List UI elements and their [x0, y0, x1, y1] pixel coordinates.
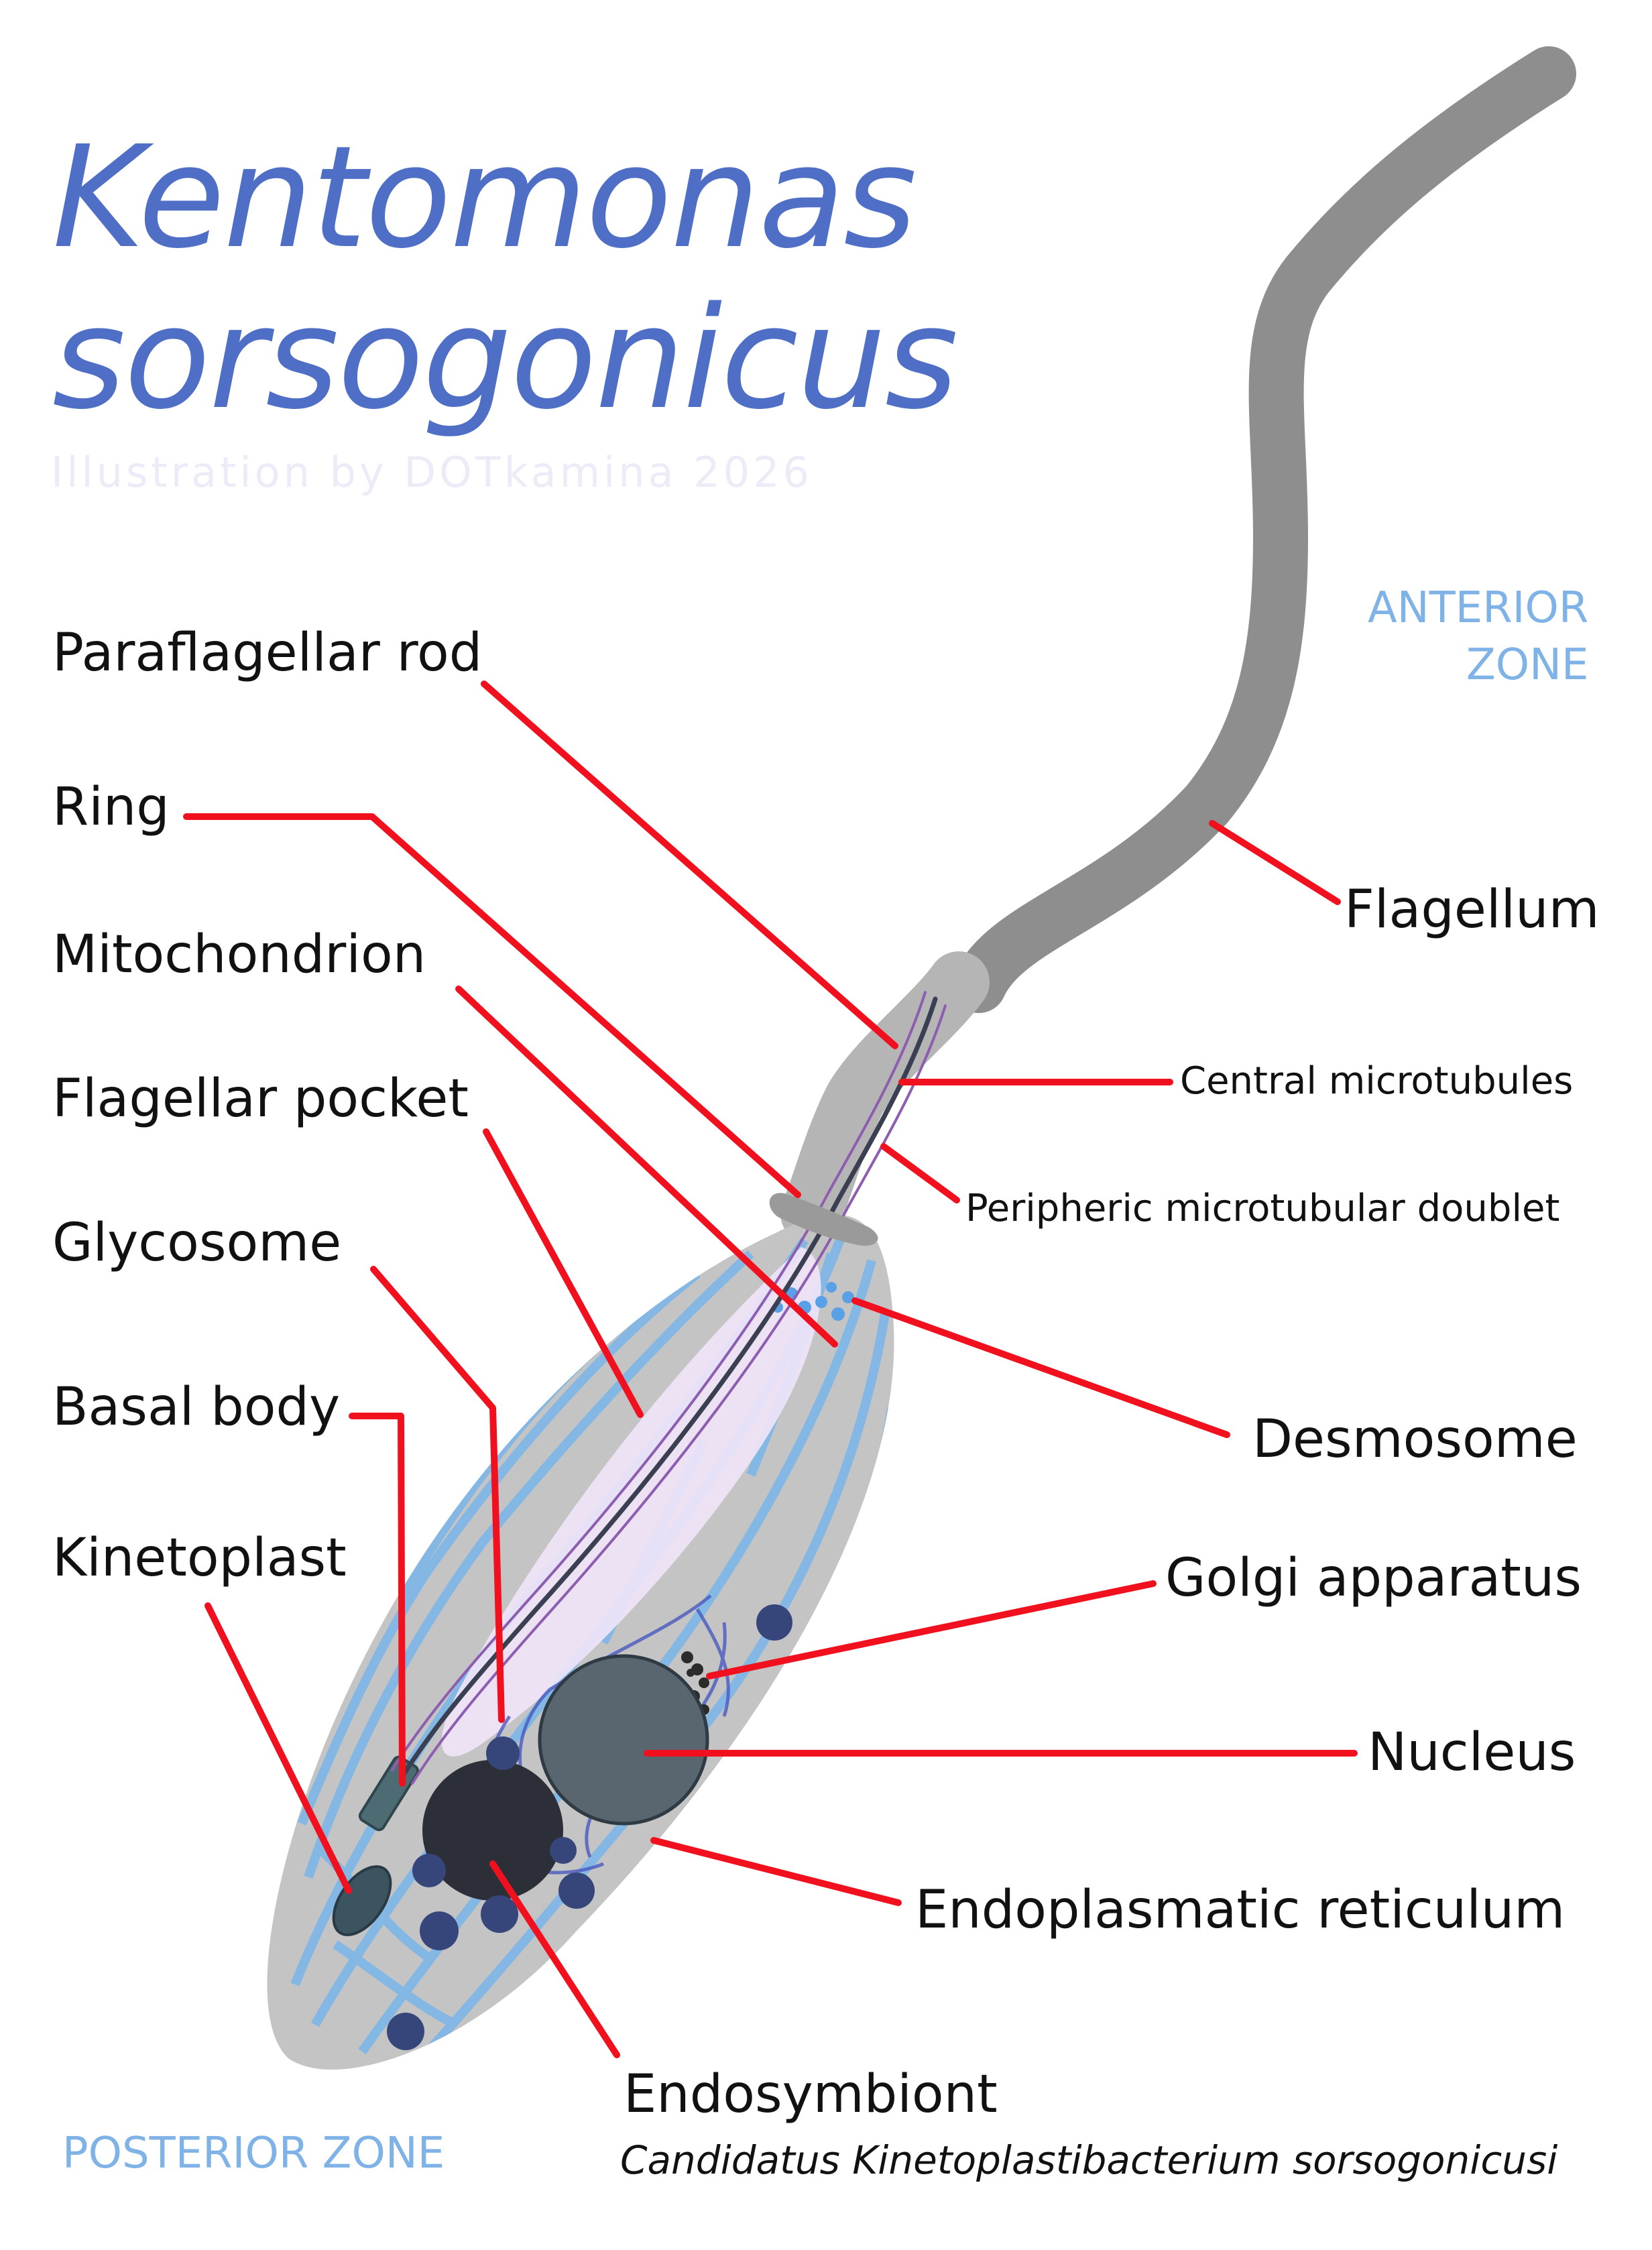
label-flagellar-pocket: Flagellar pocket	[52, 1069, 469, 1129]
posterior-zone-label: POSTERIOR ZONE	[62, 2129, 445, 2178]
leader-lines	[183, 680, 1358, 2058]
label-central-microtubules: Central microtubules	[1180, 1059, 1574, 1103]
axoneme	[391, 991, 947, 1785]
anterior-zone-line-1: ANTERIOR	[1368, 583, 1589, 633]
label-nucleus: Nucleus	[1368, 1722, 1576, 1783]
label-golgi-apparatus: Golgi apparatus	[1165, 1548, 1582, 1608]
glycosomes	[387, 1604, 792, 2050]
label-ring: Ring	[52, 777, 170, 837]
endosymbiont	[422, 1760, 563, 1901]
label-endoplasmatic-reticulum: Endoplasmatic reticulum	[915, 1880, 1566, 1940]
label-flagellum: Flagellum	[1344, 880, 1600, 940]
label-endosymbiont-species: Candidatus Kinetoplastibacterium sorsogo…	[620, 2137, 1558, 2183]
title-line-2: sorsogonicus	[52, 276, 958, 440]
anterior-zone-line-2: ZONE	[1466, 640, 1589, 691]
label-desmosome: Desmosome	[1252, 1409, 1578, 1470]
nucleus	[538, 1654, 709, 1826]
label-peripheric-microtubular-doublet: Peripheric microtubular doublet	[965, 1187, 1560, 1230]
ring	[769, 1193, 878, 1246]
label-kinetoplast: Kinetoplast	[52, 1528, 347, 1588]
label-paraflagellar-rod: Paraflagellar rod	[52, 623, 483, 683]
title-line-1: Kentomonas	[52, 115, 917, 280]
anterior-zone-label: ANTERIOR ZONE	[1368, 580, 1588, 694]
illustration-credit: Illustration by DOTkamina 2026	[51, 448, 813, 497]
label-mitochondrion: Mitochondrion	[52, 925, 426, 985]
label-endosymbiont: Endosymbiont	[624, 2064, 998, 2125]
label-glycosome: Glycosome	[52, 1213, 342, 1273]
label-basal-body: Basal body	[52, 1377, 341, 1437]
